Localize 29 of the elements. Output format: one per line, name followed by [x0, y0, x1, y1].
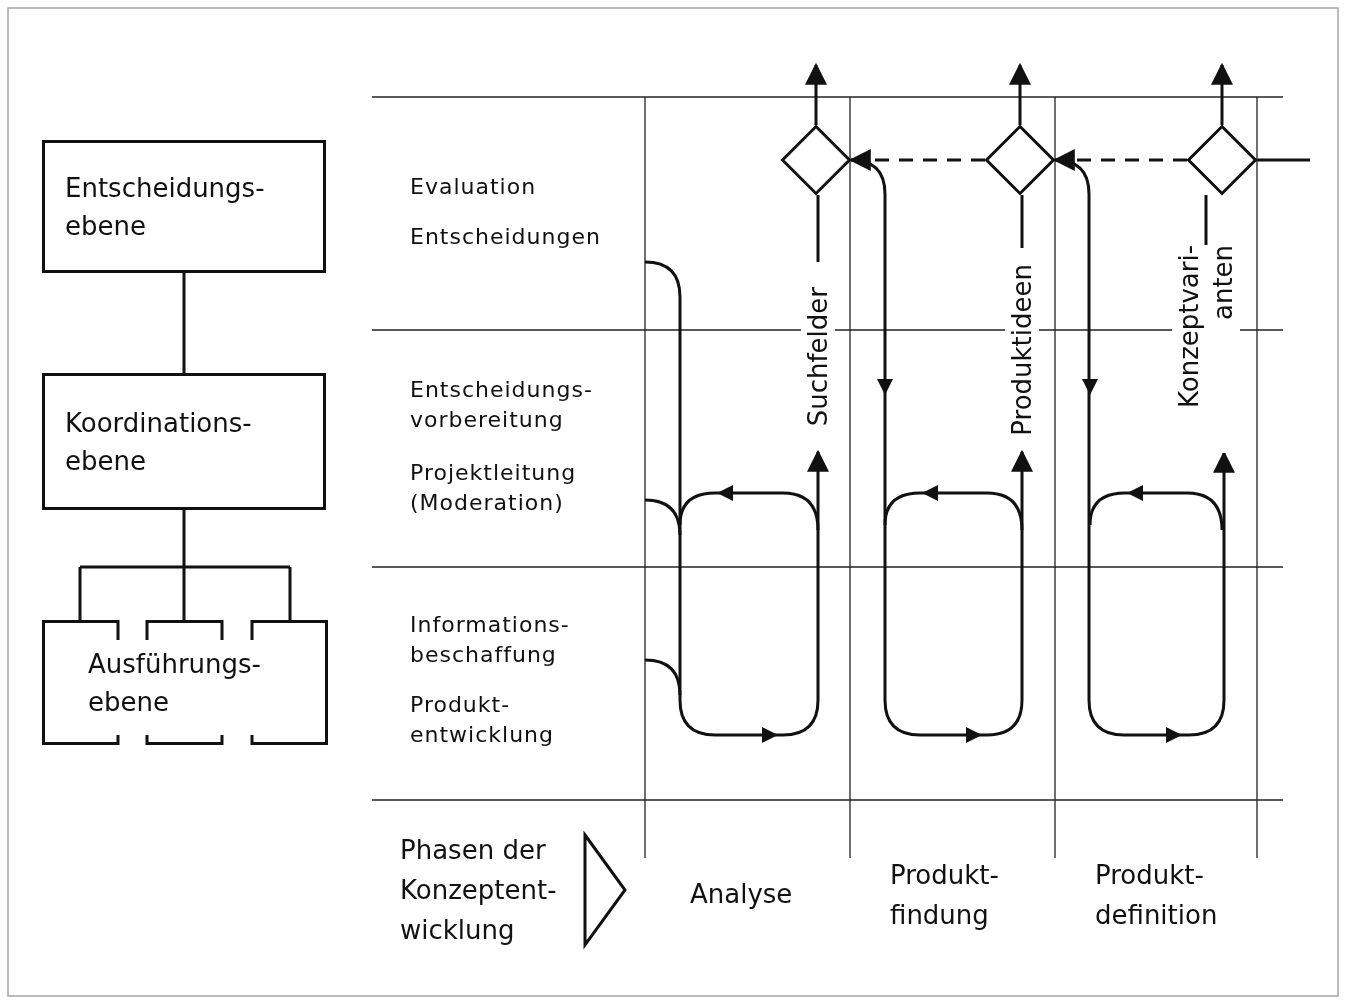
decision-diamond — [985, 125, 1055, 195]
level-task-text: Projektleitung (Moderation) — [410, 459, 578, 517]
arrow — [644, 260, 829, 737]
level-task-text: Produkt- entwicklung — [410, 691, 555, 749]
connector-line — [182, 273, 186, 373]
bracket-box: Ausführungs- ebene — [42, 620, 328, 745]
phase-name: Produkt- findung — [890, 859, 1000, 932]
connector-line — [1204, 195, 1208, 245]
level-box: Entscheidungs- ebene — [42, 140, 326, 273]
phase-name: Produkt- definition — [1095, 859, 1219, 932]
level-task-text: Evaluation — [410, 173, 538, 201]
arrow — [1054, 158, 1235, 737]
phase-name: Analyse — [690, 878, 794, 911]
arrow — [850, 158, 1033, 737]
connector-line — [1257, 158, 1310, 162]
arrow — [1211, 62, 1233, 125]
level-task-text: Entscheidungen — [410, 223, 602, 251]
arrow — [1009, 62, 1031, 125]
arrow — [805, 62, 827, 125]
level-task-text: Informations- beschaffung — [410, 611, 571, 669]
connector-line — [1020, 195, 1024, 248]
flow-label: Konzeptvari- anten — [1170, 245, 1242, 453]
connector-line — [78, 508, 292, 622]
decision-diamond — [781, 125, 851, 195]
level-box: Koordinations- ebene — [42, 373, 326, 510]
connector-line — [816, 195, 820, 262]
phase-heading: Phasen der Konzeptent- wicklung — [400, 834, 558, 947]
decision-diamond — [1187, 125, 1257, 195]
level-task-text: Entscheidungs- vorbereitung — [410, 376, 594, 434]
